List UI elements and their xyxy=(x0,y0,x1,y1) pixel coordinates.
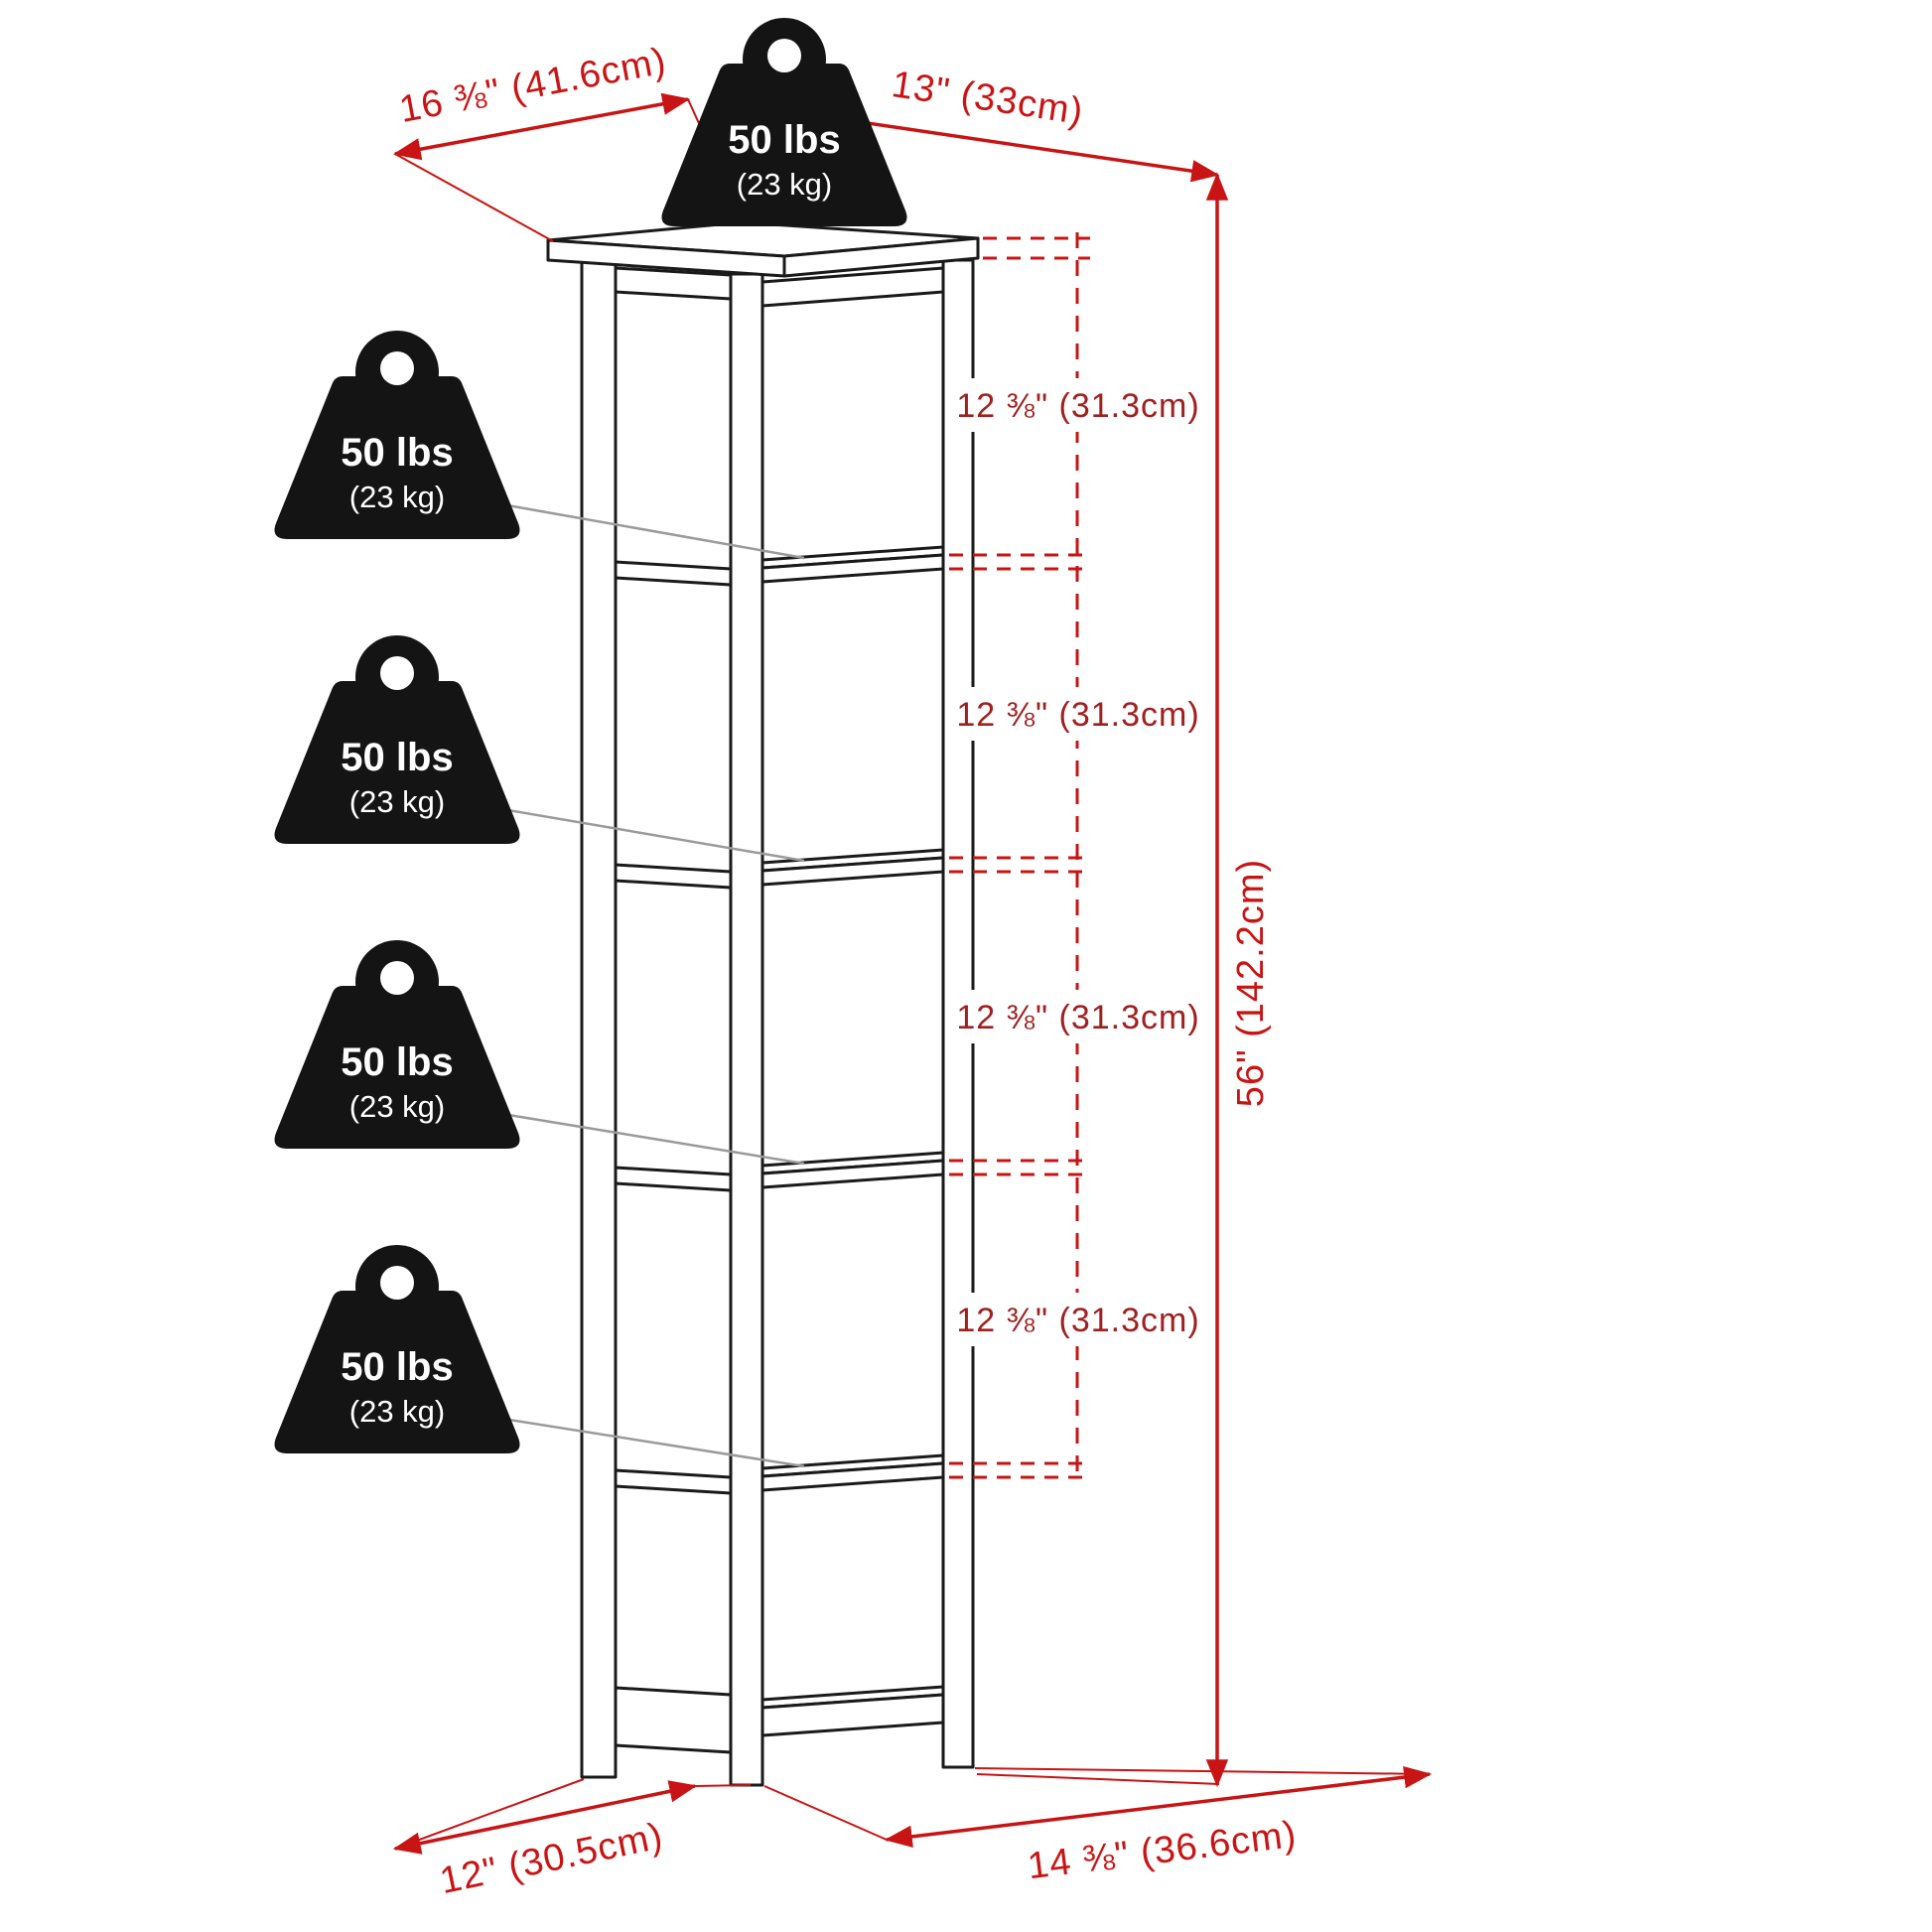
dimension-labels: 16 ⅜" (41.6cm) 13" (33cm) 56" (142.2cm) … xyxy=(396,40,1299,1902)
weight-icon-shelf-2: 50 lbs (23 kg) xyxy=(274,635,520,844)
weight-icon-shelf-3: 50 lbs (23 kg) xyxy=(274,940,520,1149)
weight-metric-label: (23 kg) xyxy=(349,480,445,514)
weight-knob-hole xyxy=(767,39,801,72)
dimension-annotations xyxy=(392,92,1433,1855)
dim-label-base-depth: 14 ⅜" (36.6cm) xyxy=(1026,1814,1300,1887)
weight-body xyxy=(274,1291,520,1453)
shelf-board-edge xyxy=(760,1159,945,1189)
dim-label-height: 56" (142.2cm) xyxy=(1230,859,1272,1107)
dim-label-shelf-spacing-2: 12 ⅜" (31.3cm) xyxy=(956,696,1199,734)
dim-line-base-width xyxy=(392,1780,698,1855)
shelf-front-rail xyxy=(614,1468,733,1495)
weight-knob-hole xyxy=(380,961,414,995)
dim-line-base-depth xyxy=(884,1765,1433,1849)
leader-line-shelf-3 xyxy=(495,1111,805,1166)
weight-capacity-label: 50 lbs xyxy=(341,1345,453,1389)
spacing-label-bg xyxy=(968,687,1188,741)
dim-label-shelf-spacing-3: 12 ⅜" (31.3cm) xyxy=(956,999,1199,1036)
weight-leader-lines xyxy=(495,501,805,1468)
dim-label-shelf-spacing-4: 12 ⅜" (31.3cm) xyxy=(956,1302,1199,1339)
dim-label-top-width: 16 ⅜" (41.6cm) xyxy=(396,40,670,130)
dim-extension-line xyxy=(694,1784,752,1787)
dim-label-base-width: 12" (30.5cm) xyxy=(437,1815,667,1902)
dim-label-shelf-spacing-1: 12 ⅜" (31.3cm) xyxy=(956,387,1199,425)
side-top-apron xyxy=(760,266,945,308)
top-slab-side-edge xyxy=(782,236,980,278)
shelf-front-rail xyxy=(614,863,733,890)
front-left-post xyxy=(580,260,618,1779)
weight-knob-hole xyxy=(380,351,414,385)
leader-line-shelf-2 xyxy=(495,806,805,863)
spacing-label-backgrounds xyxy=(968,378,1188,1346)
dim-extension-line xyxy=(394,153,554,242)
front-top-apron xyxy=(614,266,733,301)
front-right-post xyxy=(729,272,764,1787)
weight-metric-label: (23 kg) xyxy=(349,1089,445,1124)
spacing-label-bg xyxy=(968,1293,1188,1346)
shelf-level-dashed-ticks xyxy=(949,236,1090,1479)
shelf-front-rail xyxy=(614,560,733,587)
shelf-front-rail xyxy=(614,1166,733,1192)
weight-body xyxy=(274,986,520,1149)
dim-extension-line xyxy=(763,1785,888,1841)
leader-line-shelf-4 xyxy=(495,1416,805,1468)
dim-line-top-width xyxy=(392,92,691,161)
weight-metric-label: (23 kg) xyxy=(737,167,832,202)
shelf-board-edge xyxy=(760,1461,945,1492)
weight-body xyxy=(274,376,520,539)
weight-icon-shelf-4: 50 lbs (23 kg) xyxy=(274,1245,520,1453)
weight-capacity-label: 50 lbs xyxy=(341,431,453,475)
weight-metric-label: (23 kg) xyxy=(349,784,445,819)
weight-metric-label: (23 kg) xyxy=(349,1394,445,1429)
weight-knob-hole xyxy=(380,1266,414,1300)
weight-body xyxy=(274,681,520,844)
weight-icon-top: 50 lbs (23 kg) xyxy=(661,18,907,226)
dim-extension-line xyxy=(974,1767,1431,1775)
spacing-label-bg xyxy=(968,990,1188,1043)
weight-body xyxy=(661,64,907,226)
base-board-edge xyxy=(760,1693,945,1737)
dim-extension-line xyxy=(976,1773,1220,1785)
weight-capacity-label: 50 lbs xyxy=(341,1040,453,1084)
leader-line-shelf-1 xyxy=(495,501,805,560)
weight-capacity-label: 50 lbs xyxy=(728,118,840,162)
shelf-board-edge xyxy=(760,856,945,887)
shelf-board-edge xyxy=(760,553,945,584)
weight-knob-hole xyxy=(380,656,414,690)
spacing-label-bg xyxy=(968,378,1188,432)
shelf-unit xyxy=(546,220,980,1787)
dim-label-top-depth: 13" (33cm) xyxy=(889,64,1086,133)
base-front-rail xyxy=(614,1686,733,1754)
weight-icon-shelf-1: 50 lbs (23 kg) xyxy=(274,331,520,539)
weight-capacity-label: 50 lbs xyxy=(341,736,453,779)
